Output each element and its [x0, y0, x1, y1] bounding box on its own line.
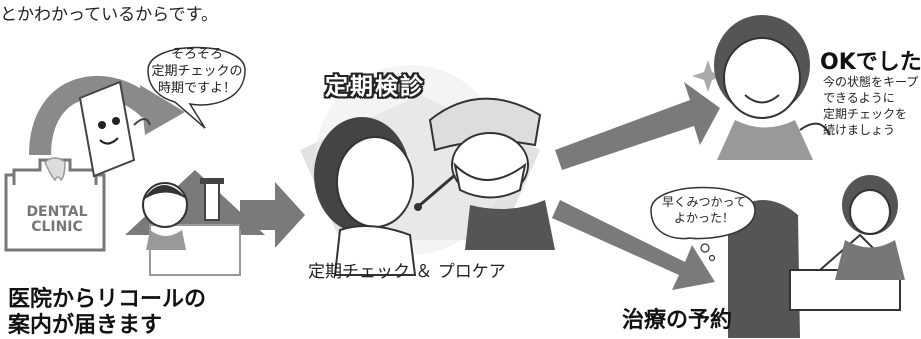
clinic-sign: DENTAL CLINIC	[26, 204, 88, 235]
treatment-scene	[728, 175, 905, 338]
arrow-to-ok	[555, 82, 720, 170]
curved-arrow	[29, 75, 158, 156]
postcard	[78, 80, 151, 178]
arrow-to-treatment	[552, 200, 715, 290]
speech-bubble-2	[650, 186, 756, 240]
person-at-home	[142, 182, 188, 250]
checkup-caption: 定期チェック ＆ プロケア	[308, 262, 506, 282]
checkup-scene	[300, 65, 555, 276]
bubble-2-text: 早くみつかって よかった！	[662, 195, 746, 225]
arrow-to-checkup	[240, 182, 305, 248]
treatment-label: 治療の予約	[622, 308, 733, 333]
recall-label: 医院からリコールの 案内が届きます	[8, 287, 207, 338]
speech-bubble-1	[147, 46, 246, 129]
ok-person	[692, 15, 831, 160]
bubble-1-text: そろそろ 定期チェックの 時期ですよ！	[151, 47, 243, 96]
clinic-building	[4, 157, 106, 252]
ok-heading: OKでした!	[820, 50, 921, 75]
curved-arrow-head	[140, 85, 185, 135]
intro-text: とかわかっているからです。	[0, 5, 218, 25]
checkup-title: 定期検診	[325, 74, 425, 100]
tooth-icon	[44, 157, 66, 182]
ok-message: 今の状態をキープ できるように 定期チェックを 続けましょう	[823, 75, 919, 137]
